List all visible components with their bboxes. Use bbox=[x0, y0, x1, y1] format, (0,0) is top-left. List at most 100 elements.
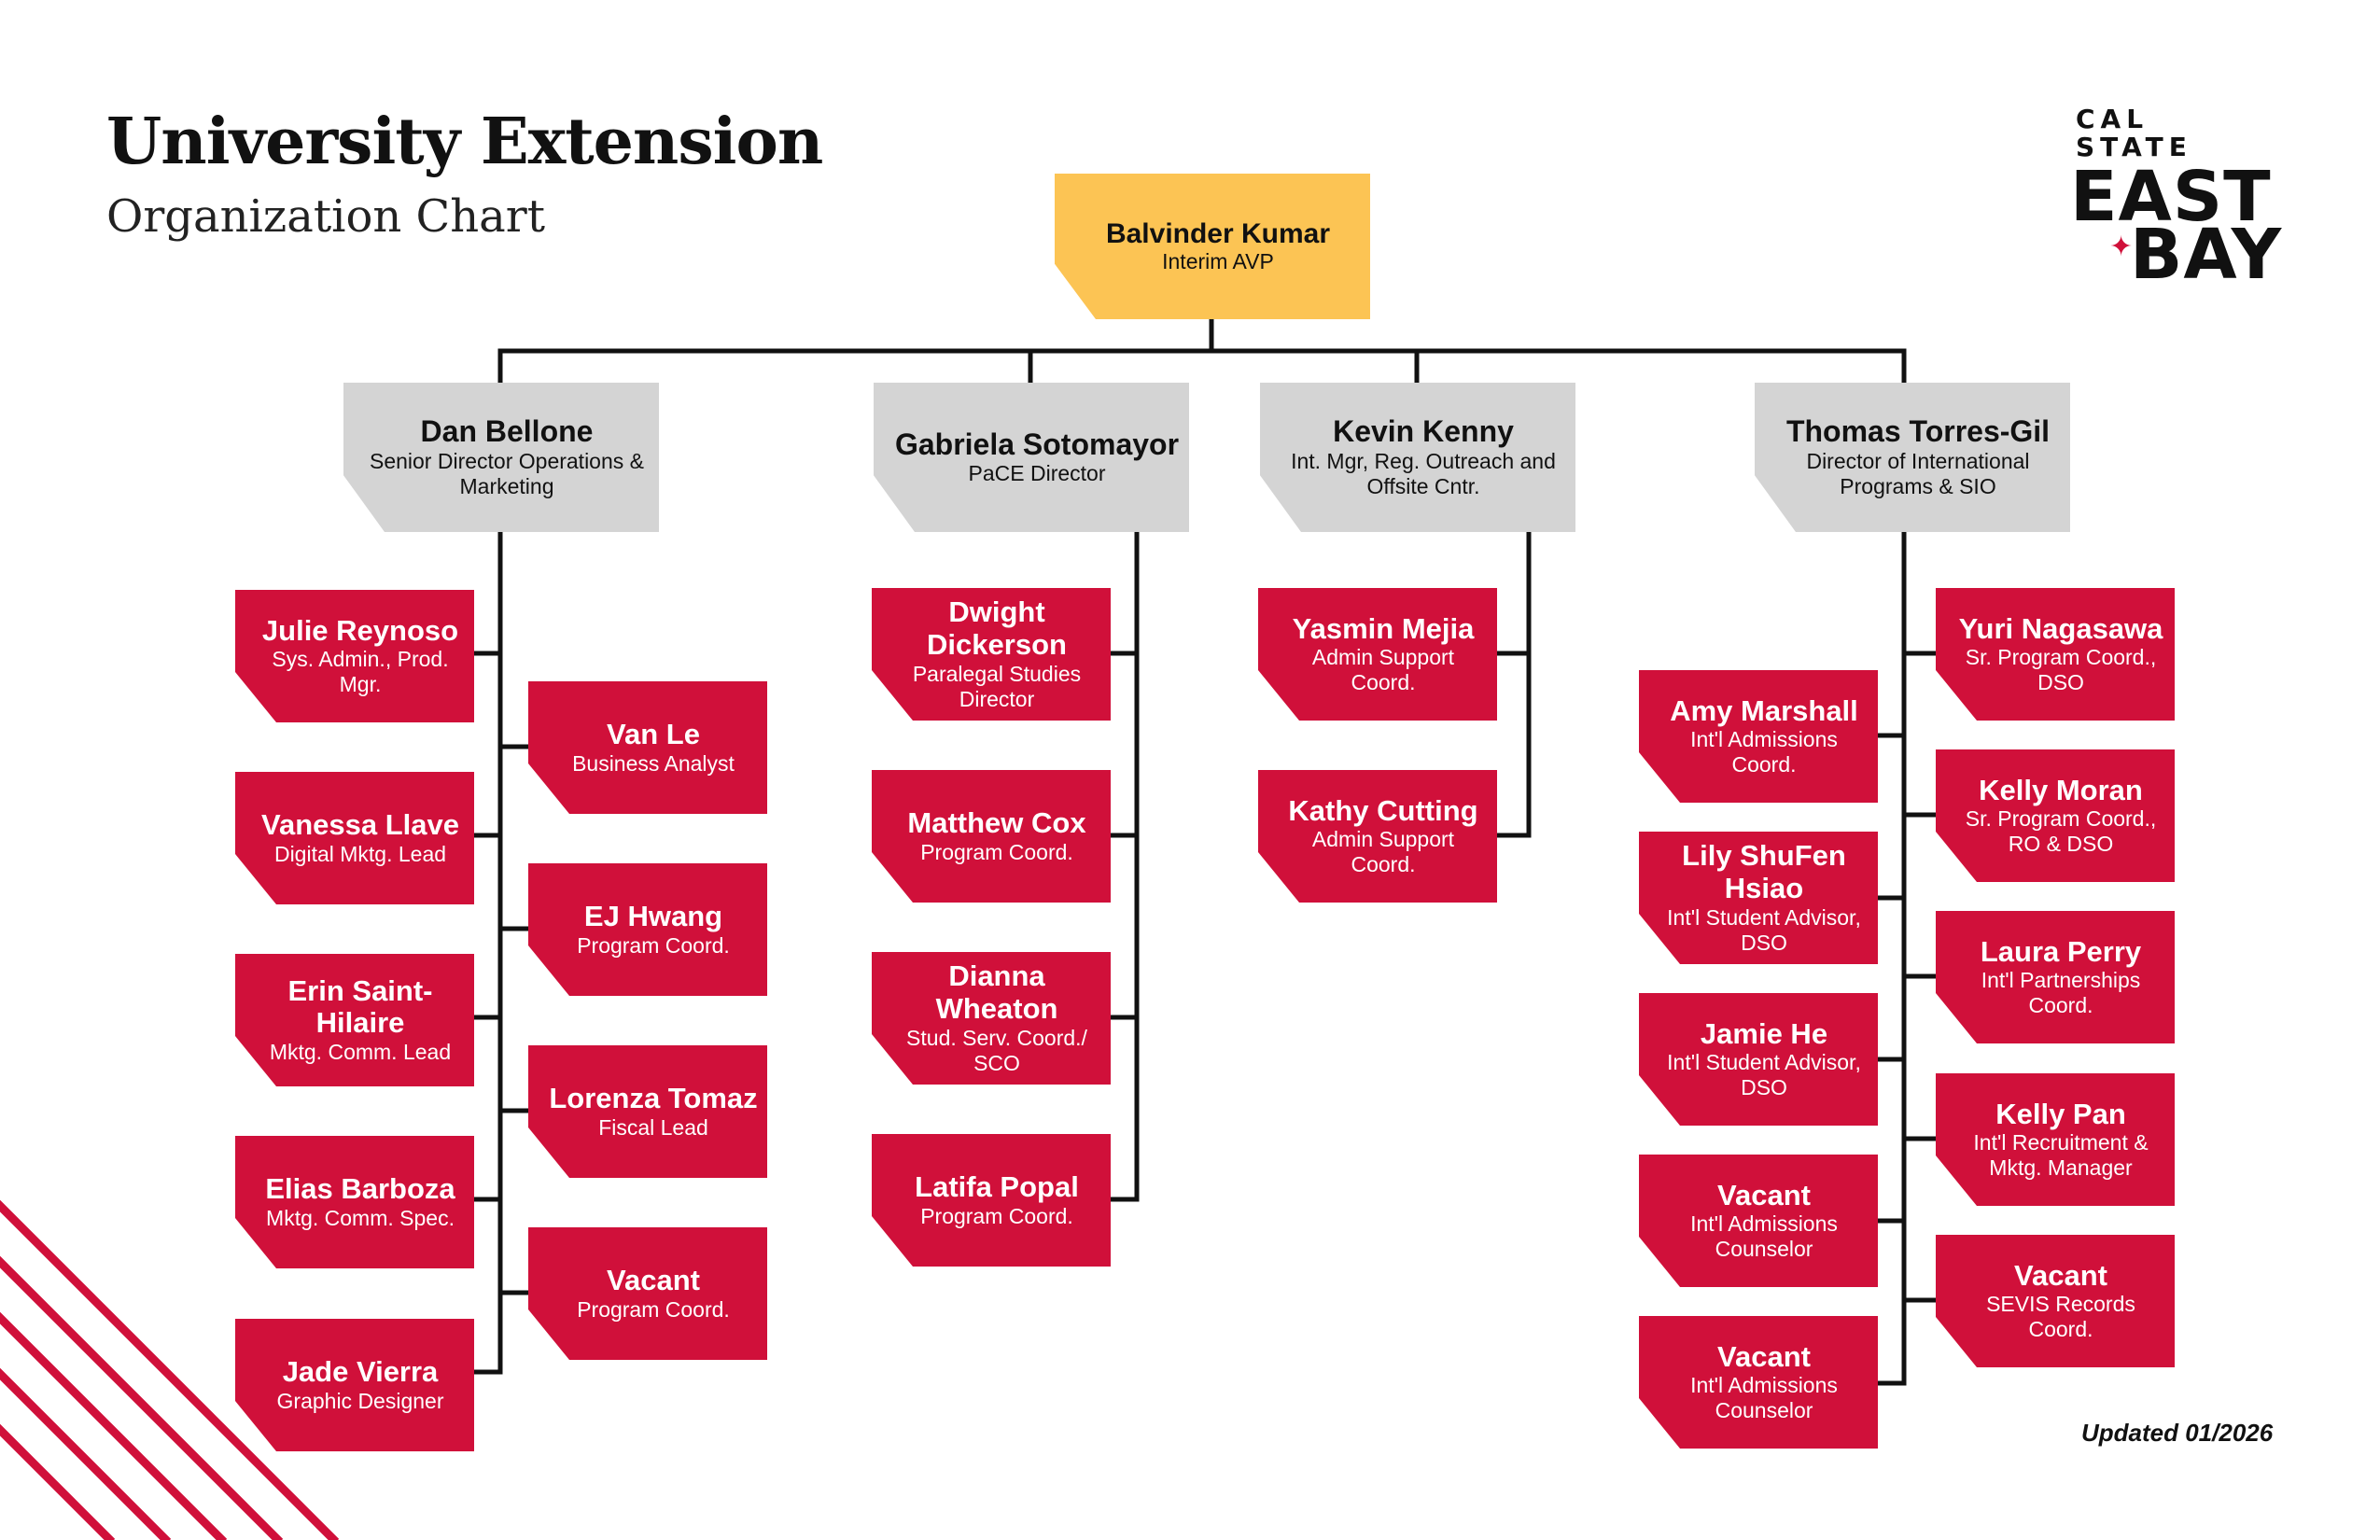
node-name: Amy Marshall bbox=[1670, 693, 1858, 727]
node-role: Business Analyst bbox=[572, 750, 735, 776]
logo-line-cal: CAL bbox=[2076, 104, 2149, 134]
node-role: Graphic Designer bbox=[276, 1388, 444, 1413]
org-node-staff: Dwight Dickerson Paralegal Studies Direc… bbox=[872, 588, 1111, 721]
logo-line-state: STATE bbox=[2076, 132, 2192, 162]
node-name: Jamie He bbox=[1700, 1016, 1828, 1050]
node-name: Thomas Torres-Gil bbox=[1785, 413, 2051, 448]
node-name: Kevin Kenny bbox=[1333, 413, 1514, 448]
org-node-staff: Yasmin Mejia Admin Support Coord. bbox=[1258, 588, 1497, 721]
node-role: Director of International Programs & SIO bbox=[1806, 448, 2030, 498]
org-node-staff: Laura Perry Int'l Partnerships Coord. bbox=[1936, 911, 2175, 1043]
org-node-staff: Vacant Program Coord. bbox=[528, 1227, 767, 1360]
node-role: Admin Support Coord. bbox=[1311, 827, 1455, 877]
node-name: Lorenza Tomaz bbox=[549, 1082, 758, 1115]
node-role: Sr. Program Coord., RO & DSO bbox=[1965, 806, 2157, 857]
node-role: Sys. Admin., Prod. Mgr. bbox=[272, 647, 449, 697]
org-node-staff: Van Le Business Analyst bbox=[528, 681, 767, 814]
org-node-staff: Yuri Nagasawa Sr. Program Coord., DSO bbox=[1936, 588, 2175, 721]
node-role: Stud. Serv. Coord./ SCO bbox=[906, 1025, 1087, 1075]
org-node-director: Kevin Kenny Int. Mgr, Reg. Outreach and … bbox=[1260, 383, 1575, 532]
node-role: Int'l Student Advisor, DSO bbox=[1667, 904, 1861, 955]
node-role: Int'l Recruitment & Mktg. Manager bbox=[1973, 1130, 2149, 1181]
node-role: Program Coord. bbox=[920, 1203, 1073, 1228]
node-name: Vacant bbox=[1717, 1178, 1811, 1211]
node-role: Int'l Student Advisor, DSO bbox=[1667, 1050, 1861, 1100]
updated-date: Updated 01/2026 bbox=[2081, 1419, 2274, 1447]
cal-state-east-bay-logo: CAL STATE EAST ✦ BAY bbox=[2070, 101, 2294, 295]
node-name: Vacant bbox=[2014, 1258, 2107, 1292]
node-name: Julie Reynoso bbox=[261, 613, 459, 647]
node-name: Yuri Nagasawa bbox=[1958, 611, 2163, 645]
org-node-staff: Elias Barboza Mktg. Comm. Spec. bbox=[235, 1136, 474, 1268]
node-name: Erin Saint-Hilaire bbox=[287, 973, 433, 1040]
org-node-staff: Kelly Pan Int'l Recruitment & Mktg. Mana… bbox=[1936, 1073, 2175, 1206]
node-role: Int'l Admissions Counselor bbox=[1690, 1211, 1838, 1262]
node-name: Vanessa Llave bbox=[261, 808, 459, 842]
node-name: Van Le bbox=[607, 718, 700, 751]
node-name: Elias Barboza bbox=[265, 1172, 455, 1206]
node-role: Int'l Admissions Coord. bbox=[1690, 727, 1838, 777]
node-name: Yasmin Mejia bbox=[1292, 611, 1475, 645]
org-node-staff: Matthew Cox Program Coord. bbox=[872, 770, 1111, 903]
node-name: Dianna Wheaton bbox=[935, 959, 1058, 1025]
node-role: Program Coord. bbox=[577, 1296, 730, 1322]
org-node-staff: Vacant Int'l Admissions Counselor bbox=[1639, 1316, 1878, 1449]
node-name: Dwight Dickerson bbox=[927, 595, 1067, 661]
node-role: Int. Mgr, Reg. Outreach and Offsite Cntr… bbox=[1291, 448, 1556, 498]
org-node-staff: Latifa Popal Program Coord. bbox=[872, 1134, 1111, 1267]
node-name: Gabriela Sotomayor bbox=[894, 427, 1180, 461]
org-node-staff: Jade Vierra Graphic Designer bbox=[235, 1319, 474, 1451]
node-role: Int'l Admissions Counselor bbox=[1690, 1373, 1838, 1423]
node-role: Digital Mktg. Lead bbox=[273, 841, 447, 866]
node-name: Jade Vierra bbox=[282, 1355, 439, 1389]
node-role: Admin Support Coord. bbox=[1311, 645, 1455, 695]
org-node-staff: Vacant SEVIS Records Coord. bbox=[1936, 1235, 2175, 1367]
org-node-staff: Amy Marshall Int'l Admissions Coord. bbox=[1639, 670, 1878, 803]
node-role: Sr. Program Coord., DSO bbox=[1965, 645, 2157, 695]
node-role: Int'l Partnerships Coord. bbox=[1981, 968, 2141, 1018]
org-node-staff: Kathy Cutting Admin Support Coord. bbox=[1258, 770, 1497, 903]
logo-line-east: EAST bbox=[2070, 157, 2272, 237]
node-name: Kelly Pan bbox=[1995, 1097, 2126, 1130]
node-name: Vacant bbox=[1717, 1339, 1811, 1373]
node-role: Mktg. Comm. Spec. bbox=[266, 1205, 455, 1230]
org-node-staff: Kelly Moran Sr. Program Coord., RO & DSO bbox=[1936, 749, 2175, 882]
node-name: Lily ShuFen Hsiao bbox=[1682, 839, 1846, 904]
node-role: Mktg. Comm. Lead bbox=[269, 1040, 452, 1065]
page-subtitle: Organization Chart bbox=[106, 190, 546, 243]
node-name: EJ Hwang bbox=[583, 900, 723, 933]
org-node-director: Gabriela Sotomayor PaCE Director bbox=[874, 383, 1189, 532]
node-role: Interim AVP bbox=[1162, 249, 1274, 274]
org-node-staff: Vacant Int'l Admissions Counselor bbox=[1639, 1155, 1878, 1287]
org-node-staff: Lorenza Tomaz Fiscal Lead bbox=[528, 1045, 767, 1178]
org-node-staff: Julie Reynoso Sys. Admin., Prod. Mgr. bbox=[235, 590, 474, 722]
node-name: Kelly Moran bbox=[1979, 773, 2143, 806]
org-node-staff: Lily ShuFen Hsiao Int'l Student Advisor,… bbox=[1639, 832, 1878, 964]
node-name: Vacant bbox=[607, 1264, 700, 1297]
logo-line-bay: BAY bbox=[2130, 215, 2283, 295]
node-name: Matthew Cox bbox=[907, 806, 1086, 840]
node-role: Paralegal Studies Director bbox=[912, 661, 1082, 711]
logo-star-icon: ✦ bbox=[2109, 231, 2134, 263]
page-title: University Extension bbox=[106, 105, 823, 179]
node-name: Kathy Cutting bbox=[1288, 793, 1478, 827]
org-node-staff: EJ Hwang Program Coord. bbox=[528, 863, 767, 996]
node-role: Fiscal Lead bbox=[598, 1114, 708, 1140]
node-role: Program Coord. bbox=[920, 839, 1073, 864]
org-node-director: Thomas Torres-Gil Director of Internatio… bbox=[1755, 383, 2070, 532]
node-name: Latifa Popal bbox=[915, 1170, 1079, 1204]
org-node-staff: Jamie He Int'l Student Advisor, DSO bbox=[1639, 993, 1878, 1126]
org-node-avp: Balvinder Kumar Interim AVP bbox=[1055, 174, 1370, 319]
node-role: PaCE Director bbox=[968, 461, 1106, 486]
node-name: Balvinder Kumar bbox=[1105, 217, 1331, 249]
node-role: Program Coord. bbox=[577, 932, 730, 958]
node-name: Dan Bellone bbox=[420, 413, 594, 448]
org-node-staff: Vanessa Llave Digital Mktg. Lead bbox=[235, 772, 474, 904]
node-name: Laura Perry bbox=[1980, 934, 2142, 968]
node-role: Senior Director Operations & Marketing bbox=[369, 448, 644, 498]
org-node-director: Dan Bellone Senior Director Operations &… bbox=[343, 383, 659, 532]
org-node-staff: Erin Saint-Hilaire Mktg. Comm. Lead bbox=[235, 954, 474, 1086]
org-node-staff: Dianna Wheaton Stud. Serv. Coord./ SCO bbox=[872, 952, 1111, 1085]
